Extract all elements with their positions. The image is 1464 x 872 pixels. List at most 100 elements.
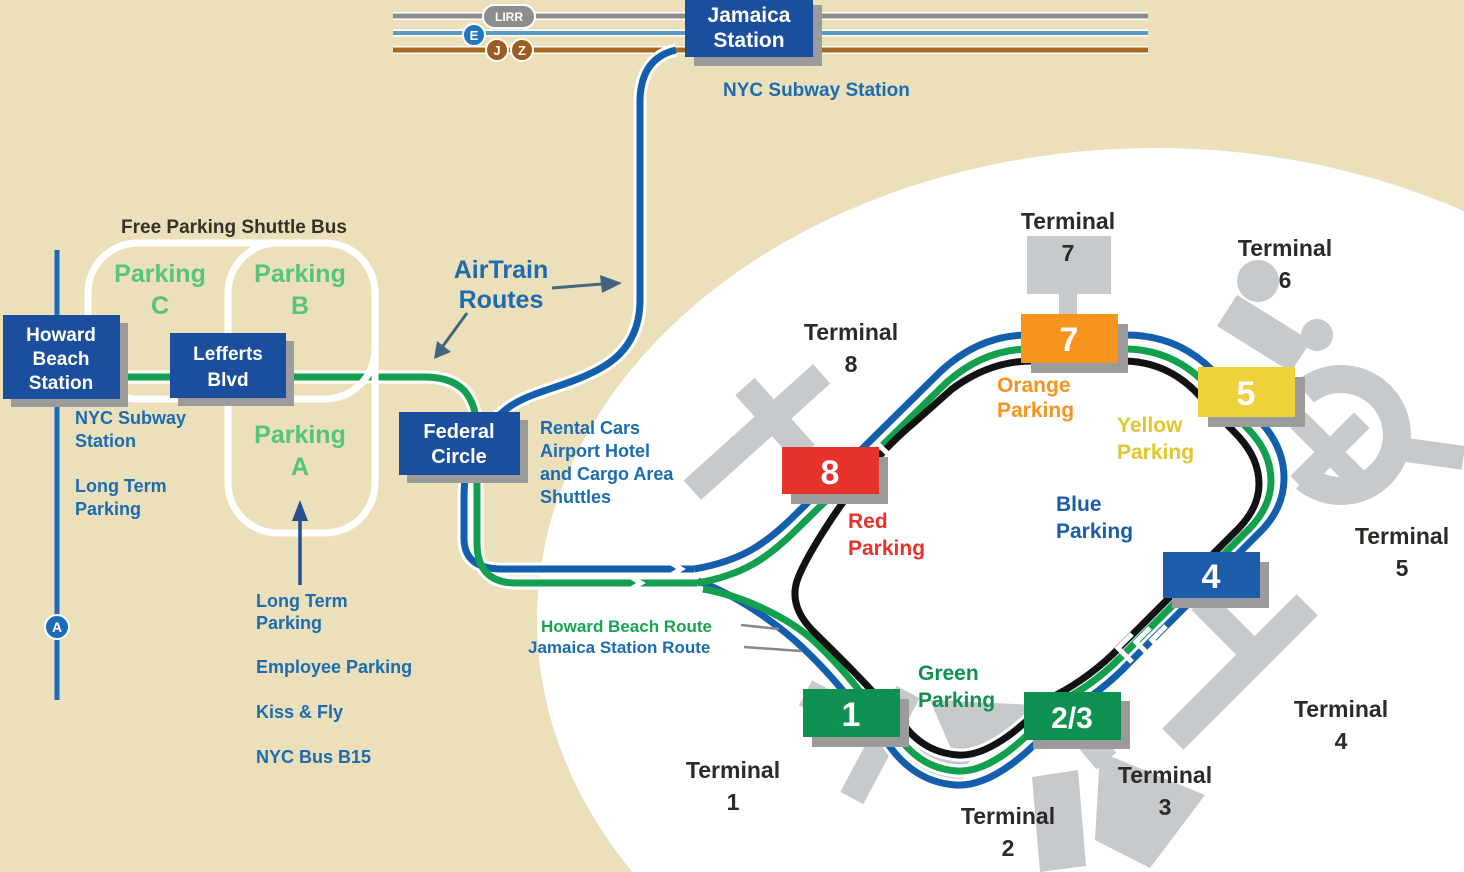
station23-badge: [1024, 692, 1121, 740]
parking-b-label: B: [291, 292, 309, 320]
terminal8-label: 8: [845, 351, 858, 377]
chevron-icon: [1148, 624, 1168, 656]
terminal1-label: 1: [727, 789, 740, 815]
free-parking-title: Free Parking Shuttle Bus: [121, 217, 347, 238]
j-train-badge: [485, 38, 509, 62]
terminal1-label: Terminal: [686, 757, 780, 783]
chevron-icon: [626, 572, 646, 594]
terminal7-label: 7: [1062, 240, 1075, 266]
terminal-station-badges: 7 5 8 4 1 2/3: [782, 314, 1305, 749]
airtrain-routes-label: Routes: [459, 286, 544, 314]
jamaica-route-leader: [743, 645, 802, 653]
red-parking-label: Parking: [848, 537, 925, 560]
blue-parking-label: Blue: [1056, 493, 1102, 516]
rental-cars-caption: Airport Hotel: [540, 441, 650, 461]
rental-cars-caption: Shuttles: [540, 487, 611, 507]
terminal4-building: [1162, 594, 1318, 750]
terminal2-label: Terminal: [961, 803, 1055, 829]
station8-badge-label: 8: [821, 454, 840, 492]
terminal-labels: Terminal 7 Terminal 6 Terminal 8 Termina…: [686, 208, 1449, 861]
parking-a-arrow: [292, 500, 308, 585]
lirr-badge-label: LIRR: [495, 10, 523, 24]
station4-badge: [1163, 552, 1260, 598]
howard-beach-label: Beach: [32, 349, 89, 370]
z-train-badge-label: Z: [518, 43, 526, 58]
parking-a-label: Parking: [254, 421, 346, 449]
j-train-badge-label: J: [493, 43, 500, 58]
parking-b-label: Parking: [254, 260, 346, 288]
station7-badge: [1021, 314, 1118, 363]
chevron-icon: [1114, 632, 1134, 664]
howard-beach-label: Howard: [26, 325, 96, 346]
terminal8-building: [735, 377, 815, 463]
terminal4-label: Terminal: [1294, 696, 1388, 722]
howard-longterm-caption: Parking: [75, 499, 141, 519]
airtrain-pointer-arrows: [434, 275, 622, 359]
blue-labels: NYC Subway Station NYC Subway Station Lo…: [75, 80, 910, 767]
terminal-loop-black: [791, 357, 1263, 759]
jamaica-station-route-line: [460, 46, 694, 573]
chevron-icon: [876, 442, 896, 462]
parking-c-label: Parking: [114, 260, 206, 288]
a-train-badge-label: A: [52, 619, 62, 635]
terminal6-building: [1237, 260, 1279, 302]
station5-badge: [1198, 367, 1295, 417]
yellow-parking-label: Parking: [1117, 441, 1194, 464]
terminal8-building: [683, 364, 831, 500]
terminal-loop-blue: [693, 331, 1288, 789]
terminal6-building: [1301, 319, 1333, 351]
lefferts-blvd-label: Blvd: [207, 370, 248, 391]
terminal3-label: 3: [1159, 794, 1172, 820]
jamaica-station-label: Jamaica: [708, 4, 791, 27]
howard-longterm-caption: Long Term: [75, 476, 167, 496]
howard-route-leader: [740, 623, 780, 631]
terminal7-building: [1027, 236, 1111, 294]
terminal7-label: Terminal: [1021, 208, 1115, 234]
terminal5-building: [1290, 412, 1370, 492]
green-parking-label: Green: [918, 662, 979, 685]
a-train-badge: [44, 614, 70, 640]
legend-employee-parking: Employee Parking: [256, 657, 412, 677]
airtrain-arrow-right: [551, 282, 603, 290]
rental-cars-caption: Rental Cars: [540, 418, 640, 438]
jamaica-station-label: Station: [713, 29, 784, 52]
station23-badge-label: 2/3: [1051, 702, 1093, 735]
terminal3-building: [1095, 752, 1205, 868]
lirr-badge: [482, 4, 536, 29]
terminal5-building: [1296, 365, 1411, 505]
federal-circle-label: Circle: [431, 446, 487, 468]
legend-nyc-bus: NYC Bus B15: [256, 747, 371, 767]
arrow-down-left-icon: [434, 341, 451, 359]
jamaica-subway-caption: NYC Subway Station: [723, 80, 910, 101]
terminal2-building: [1032, 770, 1086, 872]
federal-circle-box: [399, 412, 520, 475]
federal-circle-label: Federal: [423, 421, 494, 443]
howard-subway-caption: NYC Subway: [75, 408, 186, 428]
airtrain-arrow-left: [441, 312, 469, 347]
chevron-icon: [1132, 626, 1152, 658]
red-parking-label: Red: [848, 510, 888, 533]
station7-badge-label: 7: [1060, 321, 1079, 359]
blue-parking-label: Parking: [1056, 520, 1133, 543]
chevron-icon: [666, 558, 686, 580]
direction-chevrons: [626, 442, 1168, 664]
orange-parking-label: Orange: [997, 374, 1071, 397]
howard-beach-label: Station: [29, 373, 93, 394]
parking-area-labels: Orange Parking Yellow Parking Blue Parki…: [848, 374, 1194, 712]
howard-route-legend: Howard Beach Route: [541, 617, 712, 636]
arrow-up-icon: [292, 500, 308, 521]
station4-badge-label: 4: [1202, 558, 1221, 596]
station-boxes: Jamaica Station Howard Beach Station Lef…: [3, 0, 822, 483]
parking-c-label: C: [151, 292, 169, 320]
howard-subway-caption: Station: [75, 431, 136, 451]
terminal4-label: 4: [1335, 728, 1348, 754]
terminal5-building: [1393, 436, 1464, 470]
terminal2-label: 2: [1002, 835, 1015, 861]
rental-cars-caption: and Cargo Area: [540, 464, 674, 484]
green-parking-label: Parking: [918, 689, 995, 712]
terminal6-building: [1217, 295, 1311, 372]
jamaica-route-legend: Jamaica Station Route: [528, 638, 710, 657]
terminal8-label: Terminal: [804, 319, 898, 345]
terminal3-label: Terminal: [1118, 762, 1212, 788]
